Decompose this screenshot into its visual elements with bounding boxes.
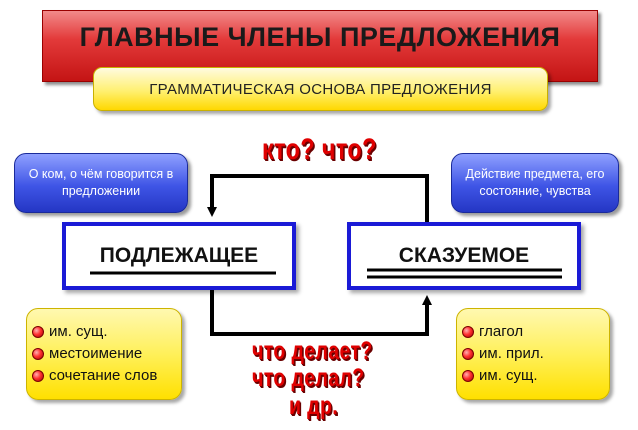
subject-forms-list: им. сущ. местоимение сочетание слов xyxy=(32,321,157,387)
predicate-definition-note: Действие предмета, его состояние, чувств… xyxy=(451,153,619,213)
list-item: им. сущ. xyxy=(32,321,157,343)
subtitle-banner xyxy=(93,67,548,111)
predicate-forms-box xyxy=(456,308,610,400)
predicate-forms-list: глагол им. прил. им. сущ. xyxy=(462,321,544,387)
bullet-icon xyxy=(462,348,474,360)
diagram-title: ГЛАВНЫЕ ЧЛЕНЫ ПРЕДЛОЖЕНИЯ xyxy=(79,22,561,52)
bullet-icon xyxy=(32,326,44,338)
bullet-icon xyxy=(32,348,44,360)
top-arrow xyxy=(207,174,429,222)
predicate-question-3: и др. xyxy=(289,392,339,420)
list-item: им. прил. xyxy=(462,343,544,365)
predicate-question-2: что делал? xyxy=(252,364,365,392)
predicate-label: СКАЗУЕМОЕ xyxy=(398,244,530,267)
bullet-icon xyxy=(32,370,44,382)
bullet-icon xyxy=(462,370,474,382)
bottom-arrow xyxy=(210,290,432,336)
subject-definition-note: О ком, о чём говорится в предложении xyxy=(14,153,188,213)
list-item: местоимение xyxy=(32,343,157,365)
predicate-question-1: что делает? xyxy=(252,337,373,365)
list-item: им. сущ. xyxy=(462,365,544,387)
subject-forms-box xyxy=(26,308,182,400)
subject-question: кто? что? xyxy=(262,133,377,166)
list-item: сочетание слов xyxy=(32,365,157,387)
subject-label: ПОДЛЕЖАЩЕЕ xyxy=(99,244,259,267)
predicate-box xyxy=(347,222,581,290)
subject-box xyxy=(62,222,296,290)
diagram-subtitle: ГРАММАТИЧЕСКАЯ ОСНОВА ПРЕДЛОЖЕНИЯ xyxy=(149,81,492,98)
list-item: глагол xyxy=(462,321,544,343)
bullet-icon xyxy=(462,326,474,338)
